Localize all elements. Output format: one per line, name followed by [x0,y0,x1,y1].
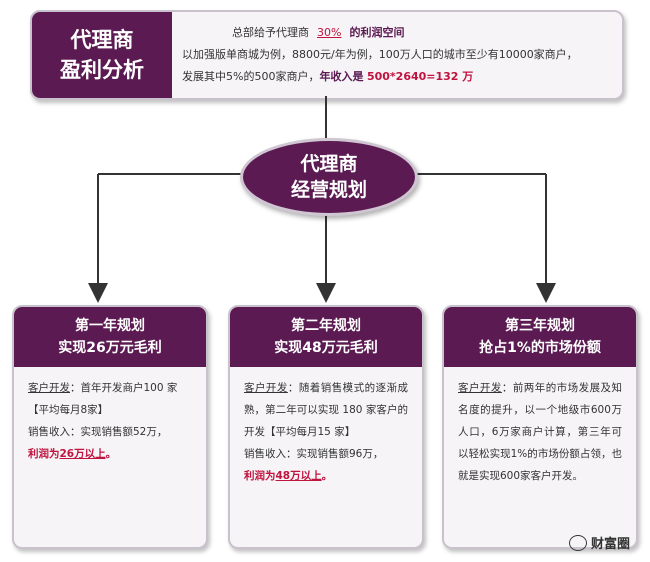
profit-title-line2: 盈利分析 [60,57,144,82]
profit-line2: 以加强版单商城为例，8800元/年为例，100万人口的城市至少有10000家商户… [182,48,578,61]
oval-line2: 经营规划 [290,179,367,201]
watermark: 财富圈 [568,533,630,552]
year1-plan-card: 第一年规划 实现26万元毛利 客户开发：首年开发商户100 家 【平均每月8家】… [12,305,208,549]
year1-header: 第一年规划 实现26万元毛利 [14,307,206,367]
year2-header: 第二年规划 实现48万元毛利 [230,307,422,367]
watermark-text: 财富圈 [590,537,630,552]
annual-income-value: 500*2640=132 万 [366,70,474,83]
oval-line1: 代理商 [300,153,358,175]
year3-body: 客户开发：前两年的市场发展及知名度的提升，以一个地级市600万人口，6万家商户计… [458,382,623,482]
profit-percentage: 30% [317,26,342,39]
year1-body: 客户开发：首年开发商户100 家 【平均每月8家】 销售收入：实现销售额52万，… [28,382,178,460]
year3-plan-card: 第三年规划 抢占1%的市场份额 客户开发：前两年的市场发展及知名度的提升，以一个… [442,305,638,549]
operation-plan-oval: 代理商 经营规划 [240,138,418,216]
wechat-icon [568,534,587,551]
year2-plan-card: 第二年规划 实现48万元毛利 客户开发：随着销售模式的逐渐成熟，第二年可以实现 … [228,305,424,549]
year2-body: 客户开发：随着销售模式的逐渐成熟，第二年可以实现 180 家客户的开发【平均每月… [244,382,409,482]
profit-title-line1: 代理商 [70,27,134,52]
year3-header: 第三年规划 抢占1%的市场份额 [444,307,636,367]
profit-analysis-title: 代理商 盈利分析 [32,12,172,98]
profit-line3: 发展其中5%的500家商户，年收入是 500*2640=132 万 [182,70,474,83]
